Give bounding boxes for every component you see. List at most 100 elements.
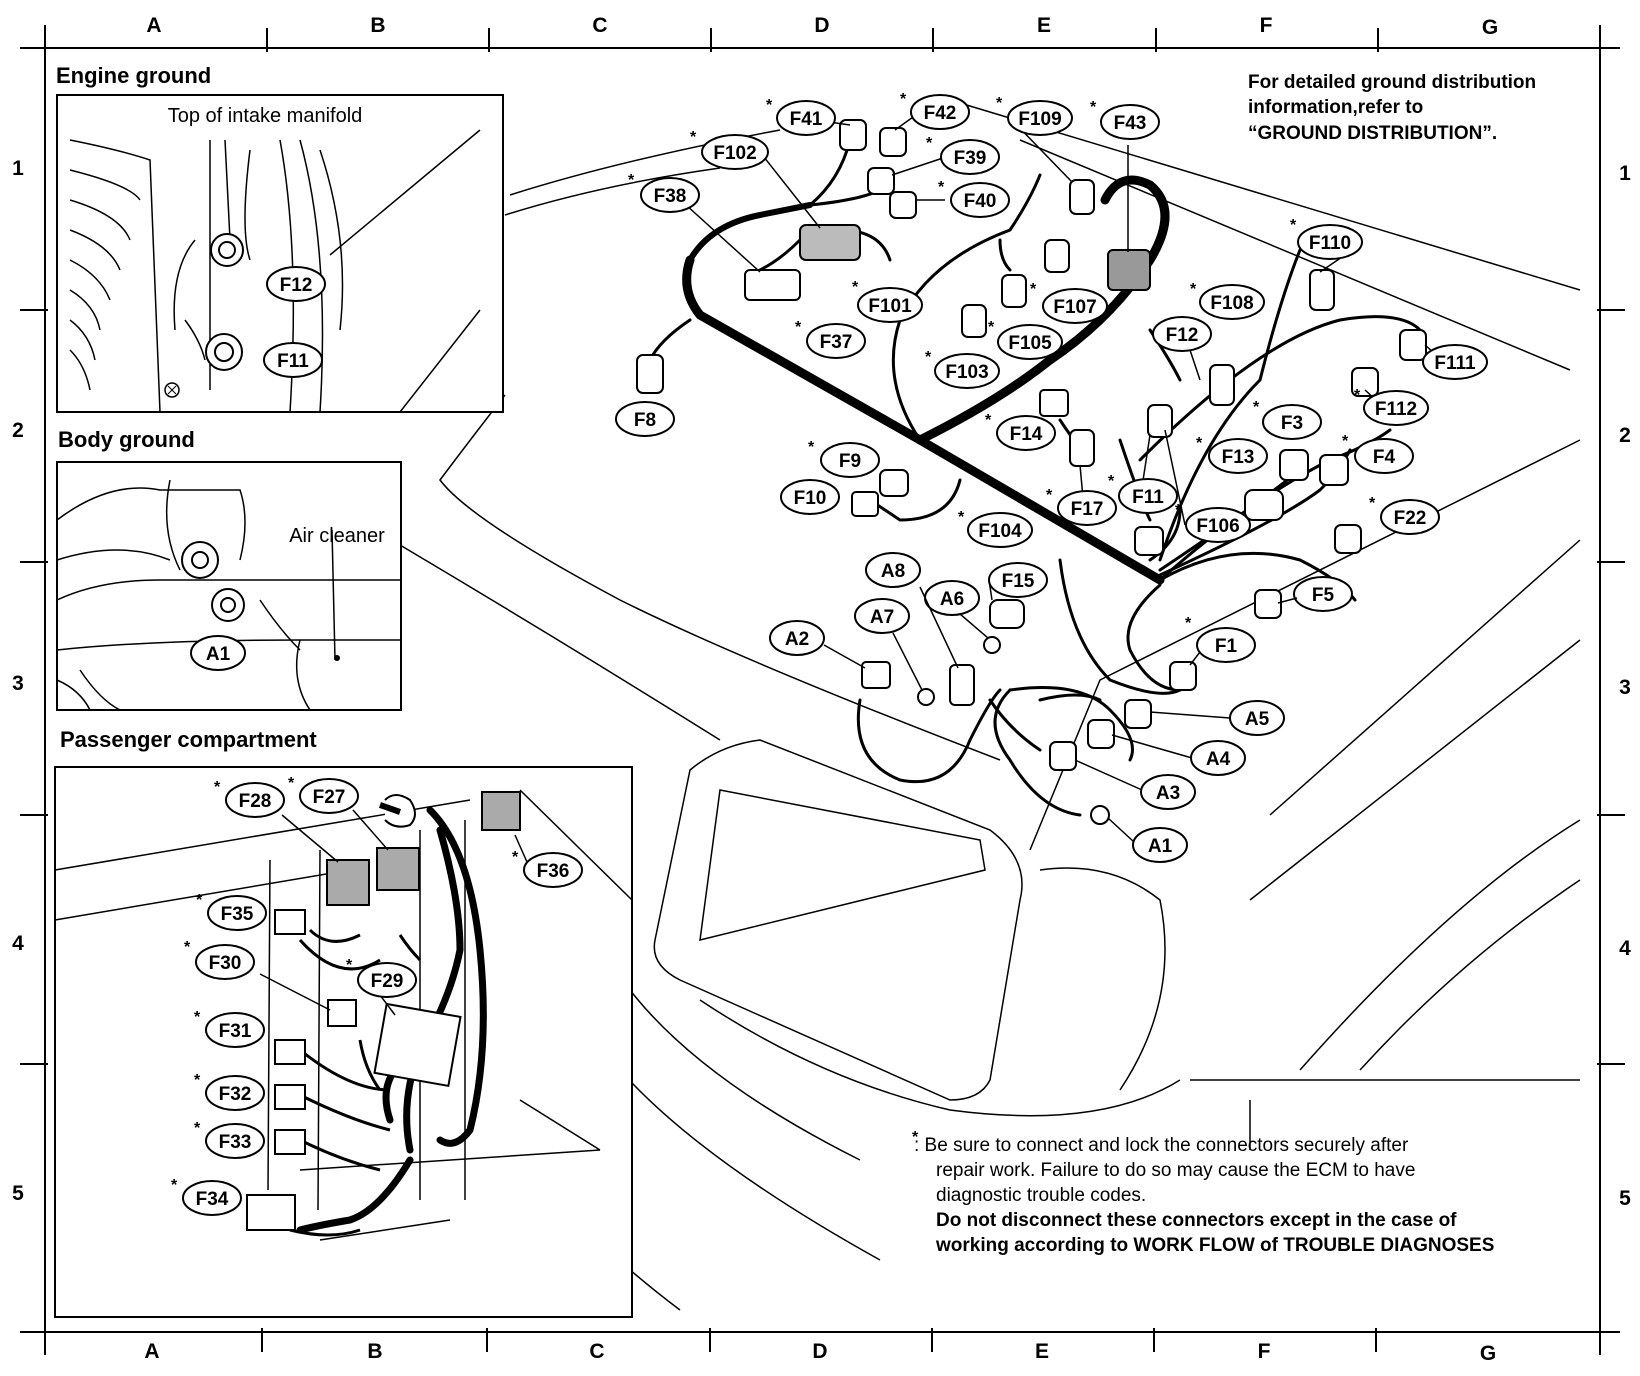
connector-label-f3: F3 <box>1281 413 1303 434</box>
connector-body-a5 <box>1124 699 1152 729</box>
svg-text:*: * <box>1090 99 1097 116</box>
svg-text:*: * <box>900 91 907 108</box>
connector-body-f43 <box>1107 249 1151 291</box>
svg-text:*: * <box>1030 281 1037 298</box>
a-group-leaders <box>823 579 1298 843</box>
inset-label-f34: F34 <box>196 1189 229 1210</box>
col-label-top-a: A <box>146 14 161 37</box>
callout-f22: *F22 <box>1369 495 1440 535</box>
callout-f41: *F41 <box>766 97 836 136</box>
callout-f27: *F27 <box>288 775 359 814</box>
connector-body-a3 <box>1049 741 1077 771</box>
connector-label-a5: A5 <box>1245 709 1270 730</box>
connector-body-f3 <box>1279 449 1309 481</box>
column-labels-bottom: A B C D E F G <box>144 1340 1496 1365</box>
connector-label-f40: F40 <box>964 191 997 212</box>
callout-f4: *F4 <box>1342 433 1414 474</box>
svg-text:*: * <box>346 957 353 974</box>
connector-label-f109: F109 <box>1018 109 1061 130</box>
callout-f103: *F103 <box>925 349 1000 389</box>
connector-body-a6 <box>983 636 1001 654</box>
inset-label-f28: F28 <box>239 791 272 812</box>
caution-note: * : Be sure to connect and lock the conn… <box>912 1129 1494 1256</box>
svg-text:*: * <box>912 1129 919 1146</box>
connector-label-f42: F42 <box>924 103 957 124</box>
callout-f30: *F30 <box>184 939 255 980</box>
callout-f3: * F3 <box>1253 399 1322 440</box>
inset-label-f36: F36 <box>537 861 570 882</box>
connector-body-f107 <box>1044 239 1070 273</box>
row-labels-left: 1 2 3 4 5 <box>12 157 24 1205</box>
callout-f109: * F109 <box>996 95 1073 136</box>
callout-f8: F8 <box>615 401 675 437</box>
col-label-bottom-a: A <box>144 1340 159 1363</box>
col-label-bottom-d: D <box>812 1340 827 1363</box>
svg-text:*: * <box>766 97 773 114</box>
inset-label-f11: F11 <box>277 351 309 372</box>
svg-text:*: * <box>996 95 1003 112</box>
callout-f33: *F33 <box>194 1120 265 1159</box>
svg-text:*: * <box>1253 399 1260 416</box>
connector-body-f13 <box>1244 489 1284 521</box>
connector-body-f5 <box>1254 589 1282 619</box>
connector-body-f22 <box>1334 524 1362 554</box>
caution-line-5: working according to WORK FLOW of TROUBL… <box>935 1235 1494 1256</box>
svg-text:*: * <box>288 775 295 792</box>
callout-f13: *F13 <box>1196 435 1268 474</box>
svg-text:*: * <box>1196 435 1203 452</box>
connector-label-f15: F15 <box>1002 571 1035 592</box>
callout-a7: A7 <box>854 598 910 634</box>
callout-f110: *F110 <box>1290 217 1363 260</box>
column-labels-top: A B C D E F G <box>146 14 1498 39</box>
connector-label-a6: A6 <box>940 589 964 610</box>
callout-a4: A4 <box>1190 740 1246 776</box>
connector-label-f14: F14 <box>1010 424 1043 445</box>
svg-text:*: * <box>926 135 933 152</box>
connector-label-a3: A3 <box>1156 783 1180 804</box>
svg-text:*: * <box>184 939 191 956</box>
connector-label-f37: F37 <box>820 332 853 353</box>
connector-label-a4: A4 <box>1206 749 1231 770</box>
connector-body-f17 <box>1134 526 1164 556</box>
row-label-right-3: 3 <box>1619 676 1631 699</box>
inset-engine-ground: Engine ground Top of intake manifold <box>56 63 504 413</box>
callout-f101: *F101 <box>852 279 923 323</box>
connector-body-f10 <box>851 491 879 517</box>
callout-a1: A1 <box>1132 827 1188 863</box>
svg-text:*: * <box>690 129 697 146</box>
inset-passenger-compartment: Passenger compartment <box>54 727 633 1318</box>
svg-text:*: * <box>1046 487 1053 504</box>
connector-body-f105 <box>1001 274 1027 308</box>
callout-f105: *F105 <box>988 319 1063 360</box>
callout-f102: *F102 <box>690 129 769 170</box>
inset-engine-ground-caption: Top of intake manifold <box>168 105 363 127</box>
row-label-right-4: 4 <box>1619 937 1631 960</box>
row-label-left-2: 2 <box>12 419 24 442</box>
connector-label-f106: F106 <box>1196 516 1239 537</box>
connector-label-f107: F107 <box>1053 297 1096 318</box>
connector-label-f12: F12 <box>1166 325 1199 346</box>
connector-label-f108: F108 <box>1210 293 1253 314</box>
callout-f107: * F107 <box>1030 281 1108 324</box>
col-label-bottom-b: B <box>367 1340 382 1363</box>
svg-text:*: * <box>938 179 945 196</box>
callout-f34: *F34 <box>171 1177 242 1216</box>
callout-f37: *F37 <box>795 319 866 359</box>
callout-f32: *F32 <box>194 1072 265 1111</box>
inset-label-f29: F29 <box>371 971 404 992</box>
caution-line-1: : Be sure to connect and lock the connec… <box>914 1135 1409 1156</box>
inset-label-f33: F33 <box>219 1132 252 1153</box>
connector-body-f40 <box>889 191 917 219</box>
inset-label-f31: F31 <box>219 1021 252 1042</box>
connector-body-f104-top <box>1069 429 1095 467</box>
svg-text:*: * <box>1190 281 1197 298</box>
connector-label-a1: A1 <box>1148 836 1173 857</box>
callout-f42: * F42 <box>900 91 970 130</box>
connector-body-f103 <box>961 304 987 338</box>
connector-label-f1: F1 <box>1215 636 1238 657</box>
row-label-right-2: 2 <box>1619 424 1631 447</box>
connector-body-a7 <box>917 688 935 706</box>
inset-body-ground-title: Body ground <box>58 427 195 452</box>
connector-label-a8: A8 <box>881 561 905 582</box>
callout-f17: *F17 <box>1046 487 1117 526</box>
